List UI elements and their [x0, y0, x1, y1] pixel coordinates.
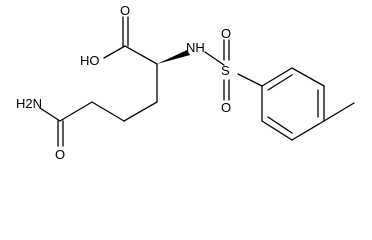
wedge-bond-calpha-n: [157, 50, 190, 64]
bond-c1-calpha: [124, 45, 158, 65]
bond-ring-methyl: [323, 102, 355, 122]
bond-cdelta-camide: [59, 101, 93, 122]
ring-double-3: [267, 116, 293, 134]
bond-cbeta-cgamma: [123, 101, 158, 122]
atom-label-hydroxyl: HO: [80, 53, 100, 68]
ring-bond-1: [261, 67, 293, 87]
atom-label-carbonyl-o: O: [120, 3, 130, 18]
molecule-structure: O HO NH S O O H2N O: [16, 3, 355, 162]
atom-label-sulfonyl-o-top: O: [221, 26, 231, 41]
atom-label-amide-o: O: [55, 147, 65, 162]
atom-label-sulfonyl-o-bottom: O: [221, 100, 231, 115]
ring-bond-5: [261, 120, 293, 141]
bond-camide-nh2: [39, 107, 61, 122]
bond-s-ring: [237, 73, 263, 87]
ring-double-1: [267, 74, 293, 91]
atom-label-amide-nh2: H2N: [16, 96, 42, 111]
ring-bond-2: [291, 67, 325, 87]
bond-cgamma-cdelta: [91, 101, 125, 122]
atom-label-amine-nh: NH: [186, 40, 205, 55]
structure-canvas: O HO NH S O O H2N O: [16, 3, 355, 162]
bond-n-s: [204, 51, 225, 66]
bond-c1-oh: [103, 45, 126, 59]
ring-bond-4: [291, 120, 325, 141]
atom-label-sulfur: S: [221, 63, 230, 78]
